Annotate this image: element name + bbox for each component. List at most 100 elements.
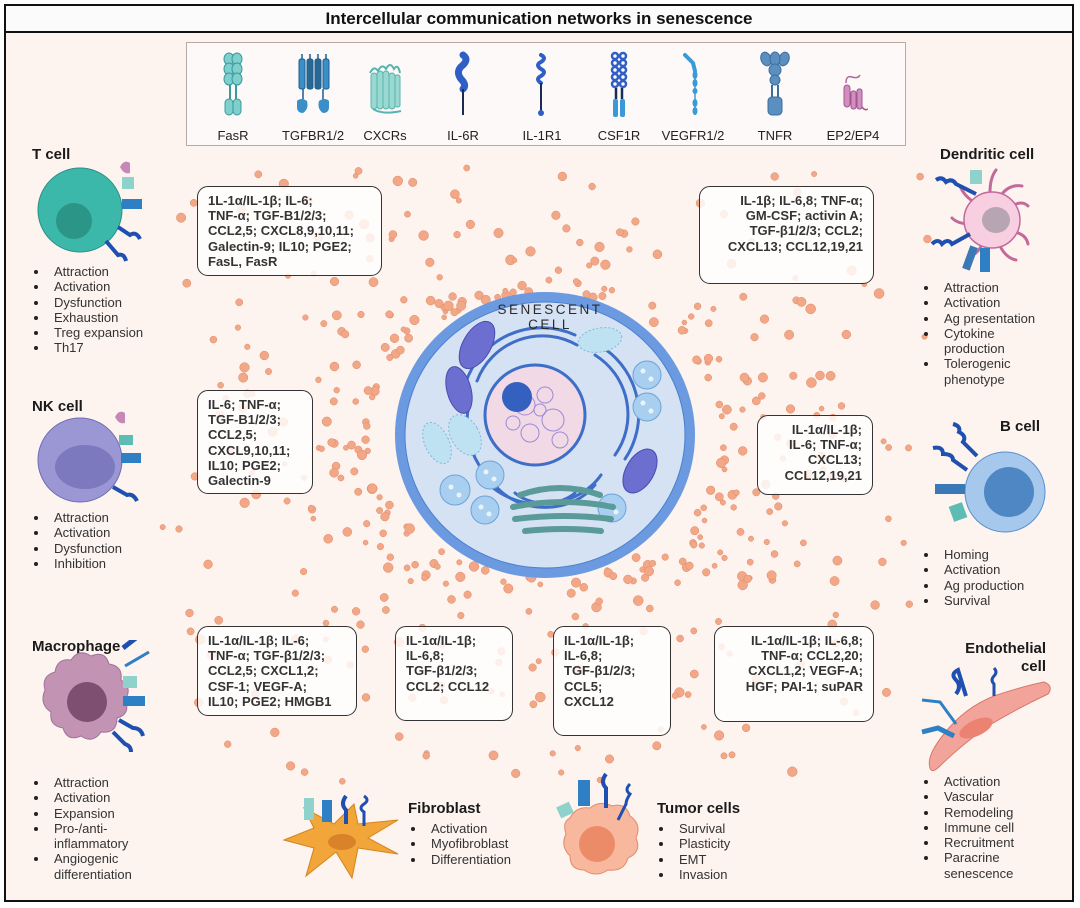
factor-line: IL-6,8; [564, 648, 603, 664]
dendritic-factor-box: IL-1β; IL-6,8; TNF-α; GM-CSF; activin A;… [699, 186, 874, 284]
effect-item: Cytokine [920, 326, 1035, 341]
factor-line: CCL2; CCL12 [406, 678, 490, 694]
factor-line: TNF-α; TGF-β1/2/3; [208, 648, 326, 664]
macrophage-factor-box: IL-1α/IL-1β; IL-6; TNF-α; TGF-β1/2/3; CC… [197, 626, 357, 716]
factor-line: CCL12,19,21 [784, 467, 862, 483]
endothelial-title-line1: Endothelial [965, 640, 1046, 657]
effect-item: Inhibition [30, 556, 122, 571]
effect-item: Vascular [920, 789, 1014, 804]
factor-line: CCL2,5; [208, 427, 258, 443]
tgfbr-receptor-icon [297, 54, 330, 113]
legend-item-tgfbr: TGFBR1/2 [273, 51, 353, 143]
senescent-label-line1: SENESCENT [497, 302, 603, 317]
legend-label: IL-1R1 [522, 128, 562, 143]
tumor-cell-illustration [556, 772, 639, 875]
factor-line: IL-1α/IL-1β; IL-6; [208, 633, 310, 648]
legend-label: VEGFR1/2 [661, 128, 725, 143]
effect-item: Tolerogenic [920, 356, 1035, 371]
t-cell-title: T cell [32, 146, 71, 163]
effect-item: Survival [655, 821, 730, 836]
factor-line: IL10; PGE2; [208, 457, 281, 473]
factor-line: IL-1α/IL-1β; IL-6,8; [751, 633, 863, 648]
effect-item: Ag production [920, 578, 1024, 593]
factor-line: IL-1α/IL-1β; [564, 633, 635, 648]
effect-item: Myofibroblast [407, 836, 511, 851]
factor-line: CXCL12 [564, 693, 614, 709]
factor-line: CXCL9,10,11; [208, 442, 291, 458]
legend-item-fasr: FasR [193, 51, 273, 143]
effect-item: Dysfunction [30, 295, 143, 310]
effect-item: Activation [920, 295, 1035, 310]
effect-item: Activation [920, 562, 1024, 577]
tumor-cells-title: Tumor cells [657, 800, 741, 817]
factor-line: HGF; PAI-1; suPAR [745, 678, 863, 694]
factor-line: TNF-α; CCL2,20; [761, 648, 863, 664]
nk-cell-title: NK cell [32, 398, 83, 415]
fibroblast-effects: Activation Myofibroblast Differentiation [407, 821, 511, 867]
effect-item-continued: differentiation [54, 866, 132, 882]
effect-item: Ag presentation [920, 311, 1035, 326]
effect-item: Recruitment [920, 835, 1014, 850]
legend-item-vegfr: VEGFR1/2 [653, 51, 733, 143]
factor-line: TGF-β1/2/3; [564, 663, 636, 679]
cxcr-receptor-icon [369, 64, 402, 114]
tumor-cells-effects: Survival Plasticity EMT Invasion [655, 821, 730, 882]
tumor-cells-factor-box: IL-1α/IL-1β; IL-6,8; TGF-β1/2/3; CCL5; C… [553, 626, 671, 736]
mitochondria [445, 320, 658, 494]
nk-cell-illustration [37, 411, 141, 503]
b-cell-effects: Homing Activation Ag production Survival [920, 547, 1024, 608]
factor-line: TGF-β1/2/3; CCL2; [749, 223, 863, 239]
il1r1-receptor-icon [536, 53, 546, 116]
macrophage-effects: Attraction Activation Expansion Pro-/ant… [30, 775, 132, 882]
effect-item: EMT [655, 852, 730, 867]
effect-item: Attraction [920, 280, 1035, 295]
legend-label: IL-6R [447, 128, 479, 143]
factor-line: IL-6,8; [406, 648, 445, 664]
ep2-ep4-receptor-icon [843, 74, 868, 111]
effect-item-continued: production [944, 341, 1005, 357]
effect-item: Survival [920, 593, 1024, 608]
effect-item-continued: senescence [944, 865, 1014, 881]
factor-line: CSF-1; VEGF-A; [208, 678, 307, 694]
t-cell-illustration [37, 161, 142, 262]
factor-line: Galectin-9; IL10; PGE2; [208, 238, 352, 254]
golgi-apparatus [510, 485, 616, 534]
senescent-cell [395, 292, 695, 578]
fibroblast-illustration [282, 794, 399, 880]
factor-line: IL-1α/IL-1β; [791, 422, 862, 437]
endothelial-effects: Activation Vascular Remodeling Immune ce… [920, 774, 1014, 881]
effect-item: Activation [30, 790, 132, 805]
t-cell-factor-box: 1L-1α/IL-1β; IL-6; TNF-α; TGF-B1/2/3; CC… [197, 186, 382, 276]
effect-item-continued: phenotype [944, 371, 1005, 387]
factor-line: CCL5; [564, 678, 603, 694]
legend-item-tnfr: TNFR [735, 51, 815, 143]
effect-item: Pro-/anti- [30, 821, 132, 836]
legend-label: FasR [217, 128, 249, 143]
factor-line: Galectin-9 [208, 473, 271, 489]
effect-item: Immune cell [920, 820, 1014, 835]
macrophage-illustration [42, 640, 150, 753]
effect-item: Plasticity [655, 836, 730, 851]
factor-line: CXCL1,2; VEGF-A; [748, 663, 863, 679]
effect-item: Homing [920, 547, 1024, 562]
legend-label: CSF1R [597, 128, 641, 143]
fibroblast-factor-box: IL-1α/IL-1β; IL-6,8; TGF-β1/2/3; CCL2; C… [395, 626, 513, 721]
effect-item: Angiogenic [30, 851, 132, 866]
factor-line: IL-1α/IL-1β; [406, 633, 477, 648]
nk-cell-factor-box: IL-6; TNF-α; TGF-B1/2/3; CCL2,5; CXCL9,1… [197, 390, 313, 494]
senescent-cell-label: SENESCENT CELL [475, 302, 625, 332]
endothelial-factor-box: IL-1α/IL-1β; IL-6,8; TNF-α; CCL2,20; CXC… [714, 626, 874, 722]
legend-item-ep2-ep4: EP2/EP4 [813, 51, 893, 143]
vegfr-receptor-icon [683, 53, 698, 115]
damaged-mitochondria [422, 327, 623, 465]
factor-line: IL10; PGE2; HMGB1 [208, 693, 332, 709]
legend-item-il6r: IL-6R [423, 51, 503, 143]
factor-line: CXCL13; CCL12,19,21 [727, 238, 863, 254]
endothelial-title-line2: cell [1020, 658, 1046, 675]
csf1r-receptor-icon [610, 51, 628, 117]
endothelial-title: Endothelial cell [930, 640, 1046, 676]
factor-line: FasL, FasR [208, 253, 278, 269]
legend-label: TGFBR1/2 [281, 128, 345, 143]
b-cell-illustration [932, 422, 1046, 533]
effect-item: Exhaustion [30, 310, 143, 325]
